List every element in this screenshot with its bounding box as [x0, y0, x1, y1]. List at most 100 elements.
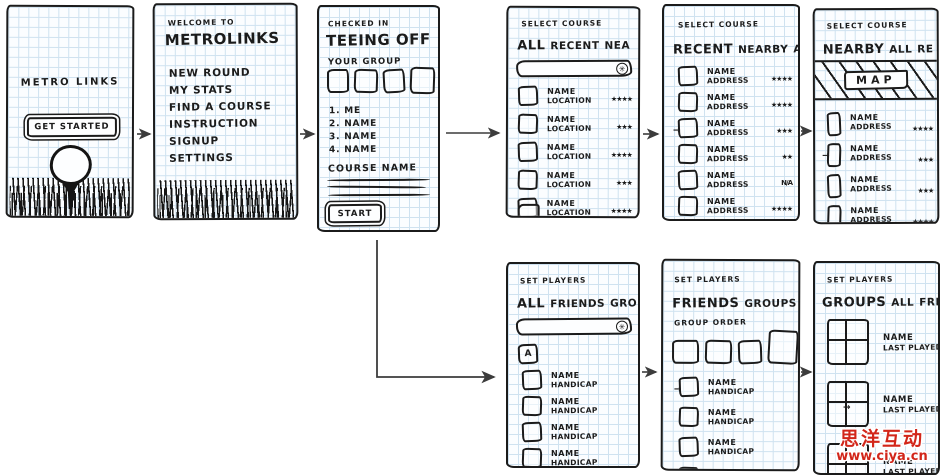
tab[interactable]: FRIE: [919, 296, 939, 309]
course-thumbnail-cut: [517, 203, 540, 219]
course-row[interactable]: NAME ADDRESS ★★★★: [826, 111, 933, 137]
player-row[interactable]: NAME HANDICAP: [521, 395, 632, 417]
player-name: NAME: [551, 449, 580, 458]
locate-icon[interactable]: ✳: [616, 62, 629, 75]
select-course-header: SELECT COURSE: [521, 18, 603, 29]
course-thumbnail: [826, 173, 842, 199]
player-row[interactable]: NAME HANDICAP: [521, 369, 632, 391]
player-list-item: 1. ME: [328, 105, 361, 117]
player-row[interactable]: → NAME HANDICAP: [674, 376, 792, 398]
player-slot[interactable]: [382, 68, 406, 94]
tab[interactable]: ALL: [517, 38, 546, 54]
course-name: NAME: [547, 86, 576, 97]
course-text: NAME LOCATION: [547, 170, 592, 189]
player-slot[interactable]: [409, 66, 436, 95]
players-list: NAME HANDICAP NAME HANDICAP NAME HANDICA…: [521, 369, 632, 466]
player-row[interactable]: NAME HANDICAP: [678, 406, 792, 428]
course-name-label: COURSE NAME: [327, 162, 418, 175]
tab[interactable]: FRIENDS: [550, 297, 606, 311]
course-name: NAME: [707, 145, 736, 154]
group-slot[interactable]: [672, 339, 700, 364]
tab[interactable]: ALL: [516, 296, 546, 312]
tab[interactable]: ALL: [891, 296, 915, 309]
course-text: NAME ADDRESS: [850, 205, 892, 224]
tab[interactable]: RE: [917, 43, 934, 56]
tab[interactable]: FRIENDS: [672, 295, 740, 312]
course-name: NAME: [546, 142, 576, 153]
player-row[interactable]: NAME HANDICAP: [521, 421, 632, 443]
get-started-button[interactable]: GET STARTED: [26, 116, 118, 138]
locate-icon[interactable]: ✳: [615, 320, 629, 333]
rating-stars: ★★★★: [610, 95, 633, 104]
tab[interactable]: GROUPS: [744, 297, 797, 310]
players-tab-bar: ALL FRIENDS GRO: [517, 291, 638, 311]
course-address: ADDRESS: [850, 152, 892, 163]
tab[interactable]: RECENT: [550, 39, 600, 53]
course-name: NAME: [546, 170, 576, 181]
group-slot[interactable]: [737, 339, 763, 365]
course-row[interactable]: NAME ADDRESS ★★★★: [677, 91, 793, 113]
course-row[interactable]: NAME LOCATION ★★★: [517, 169, 632, 191]
group-name: NAME: [883, 457, 914, 467]
course-address: ADDRESS: [706, 75, 749, 86]
player-row[interactable]: NAME HANDICAP: [521, 447, 632, 466]
player-name: NAME: [551, 397, 580, 406]
course-row[interactable]: NAME ADDRESS ★★: [677, 143, 793, 165]
players-search-bar[interactable]: ✳: [515, 317, 633, 336]
group-row[interactable]: NAME LAST PLAYED: [827, 443, 938, 473]
group-slot[interactable]: [704, 339, 733, 365]
menu-item[interactable]: MY STATS: [168, 83, 234, 97]
course-thumbnail: [517, 113, 539, 135]
group-row[interactable]: → NAME LAST PLAYED: [827, 381, 938, 427]
rating-stars: ★★★: [616, 123, 632, 132]
group-slot[interactable]: [767, 329, 799, 365]
course-row[interactable]: NAME ADDRESS N/A: [677, 169, 793, 191]
tab[interactable]: GROUPS: [821, 294, 887, 311]
course-thumbnail: [517, 141, 539, 163]
tab[interactable]: GRO: [610, 297, 638, 310]
tab[interactable]: NEARBY: [738, 43, 789, 56]
course-row[interactable]: NAME ADDRESS ★★★★: [677, 65, 793, 87]
course-row[interactable]: NAME ADDRESS ★★★★: [677, 195, 793, 217]
menu-item[interactable]: NEW ROUND: [168, 66, 251, 80]
menu-item[interactable]: SETTINGS: [169, 151, 234, 165]
player-avatar: [678, 406, 700, 428]
course-row[interactable]: NAME LOCATION ★★★★: [517, 141, 632, 163]
group-text: NAME LAST PLAYED: [883, 456, 938, 473]
player-avatar: [521, 369, 543, 391]
tab[interactable]: A: [793, 43, 799, 56]
course-location: LOCATION: [546, 151, 592, 162]
course-row[interactable]: → NAME ADDRESS ★★★: [673, 117, 793, 139]
player-row[interactable]: NAME HANDICAP: [678, 436, 792, 458]
course-row[interactable]: NAME ADDRESS ★★★★: [826, 204, 933, 225]
menu-item[interactable]: SIGNUP: [169, 135, 220, 148]
course-list: NAME ADDRESS ★★★★ NAME ADDRESS ★★★★ → NA…: [673, 65, 793, 217]
course-location: LOCATION: [546, 95, 592, 106]
teeing-off-title: TEEING OFF: [325, 30, 431, 50]
player-slot[interactable]: [327, 69, 349, 93]
tab[interactable]: NEARBY: [822, 41, 885, 58]
tab[interactable]: NEA: [604, 39, 631, 52]
selection-arrow: →: [673, 126, 681, 136]
course-row[interactable]: NAME LOCATION ★★★★: [517, 85, 633, 107]
player-slot[interactable]: [353, 68, 379, 94]
group-row[interactable]: NAME LAST PLAYED: [827, 319, 938, 365]
tab[interactable]: RECENT: [672, 42, 734, 58]
course-row[interactable]: → NAME ADDRESS ★★★: [822, 142, 933, 168]
tab[interactable]: ALL: [889, 43, 913, 56]
player-handicap: HANDICAP: [550, 431, 598, 442]
group-last-played: LAST PLAYED: [882, 404, 940, 415]
menu-item[interactable]: FIND A COURSE: [168, 100, 272, 114]
course-row[interactable]: NAME LOCATION ★★★: [517, 113, 632, 135]
player-avatar: [521, 447, 543, 466]
course-text: NAME LOCATION: [547, 114, 592, 133]
map-area[interactable]: MAP: [814, 59, 937, 101]
start-button[interactable]: START: [327, 203, 383, 224]
player-row[interactable]: NAME HANDICAP: [678, 466, 792, 472]
menu-item[interactable]: INSTRUCTION: [168, 117, 259, 131]
course-row[interactable]: NAME ADDRESS ★★★: [826, 173, 933, 199]
course-search-bar[interactable]: ✳: [516, 59, 633, 78]
alpha-index-box[interactable]: A: [517, 343, 539, 365]
